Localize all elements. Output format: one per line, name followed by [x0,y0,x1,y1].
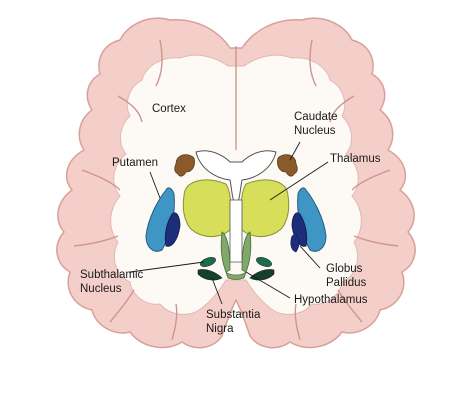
globus-pallidus [164,212,308,253]
label-subthalamic-line2: Nucleus [80,283,122,295]
label-globus-line2: Pallidus [326,277,367,289]
subthalamic-nucleus [200,257,272,267]
label-globus-line1: Globus [326,263,363,275]
label-hypothalamus: Hypothalamus [294,294,368,306]
label-caudate-line1: Caudate [294,111,337,123]
caudate-nucleus [174,154,298,177]
label-thalamus: Thalamus [330,153,381,165]
label-substantia-line1: Substantia [206,309,261,321]
sulci [73,39,399,341]
label-substantia-line2: Nigra [206,323,234,335]
labels: Cortex Caudate Nucleus Putamen Thalamus … [80,103,381,335]
label-cortex: Cortex [152,103,186,115]
leader-lines [129,141,329,305]
hypothalamus [220,231,252,280]
label-subthalamic-line1: Subthalamic [80,269,144,281]
third-ventricle [229,199,243,263]
label-putamen: Putamen [112,157,158,169]
lateral-ventricles [195,150,277,207]
label-caudate-line2: Nucleus [294,125,336,137]
